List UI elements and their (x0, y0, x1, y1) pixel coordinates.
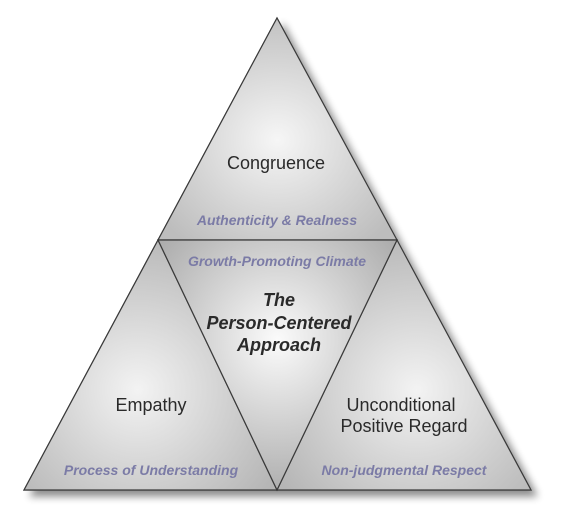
empathy-title: Empathy (115, 395, 186, 415)
congruence-section (156, 16, 399, 241)
congruence-subtitle: Authenticity & Realness (196, 212, 357, 228)
center-title-line-2: Person-Centered (206, 313, 352, 333)
empathy-subtitle: Process of Understanding (64, 462, 239, 478)
center-subtitle: Growth-Promoting Climate (188, 253, 366, 269)
positive-regard-title-line-2: Positive Regard (340, 416, 467, 436)
positive-regard-subtitle: Non-judgmental Respect (322, 462, 488, 478)
center-title-line-3: Approach (236, 335, 321, 355)
center-title-line-1: The (263, 290, 295, 310)
congruence-title: Congruence (227, 153, 325, 173)
person-centered-approach-section (157, 239, 398, 492)
positive-regard-title-line-1: Unconditional (346, 395, 455, 415)
